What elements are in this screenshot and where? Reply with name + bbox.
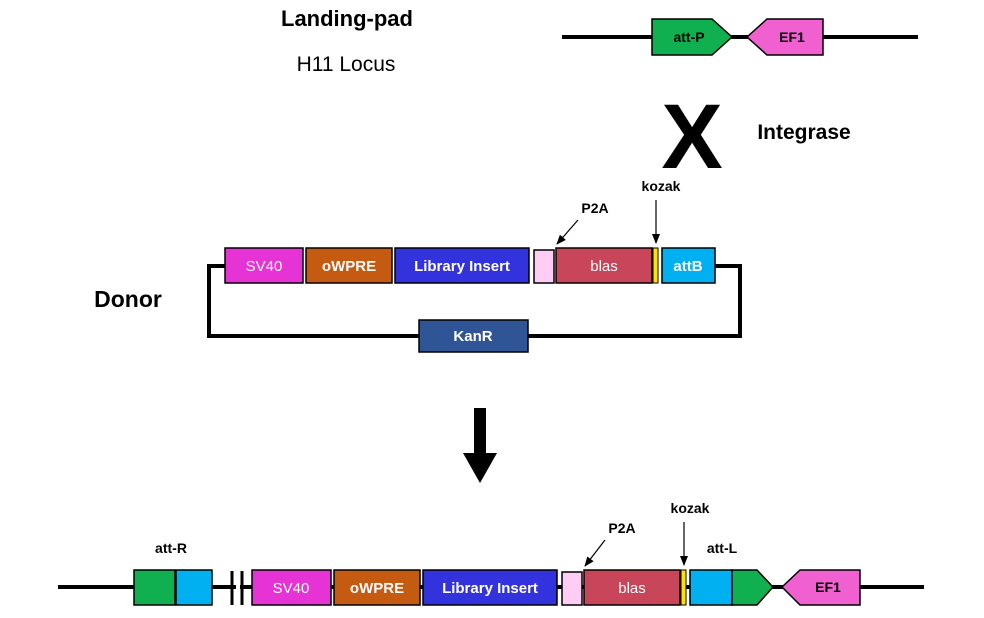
result-owpre-label: oWPRE bbox=[350, 580, 404, 597]
recombination-x-symbol: X bbox=[661, 86, 722, 188]
att-l-annotation: att-L bbox=[707, 540, 738, 556]
result-p2a-pointer-arrow bbox=[584, 539, 606, 567]
library-insert-label: Library Insert bbox=[414, 258, 510, 275]
blas-block bbox=[555, 247, 653, 284]
kanr-block bbox=[418, 319, 529, 353]
p2a-pointer-arrow bbox=[556, 219, 579, 245]
down-arrow-icon bbox=[463, 408, 497, 483]
kozak-annotation: kozak bbox=[642, 178, 681, 194]
att-r-green-block bbox=[133, 569, 176, 606]
p2a-annotation: P2A bbox=[581, 200, 608, 216]
blas-label: blas bbox=[590, 258, 618, 275]
result-sv40-block bbox=[251, 569, 332, 606]
result-library-insert-block bbox=[422, 569, 558, 606]
sequence-break-icon bbox=[230, 571, 244, 605]
result-owpre-block bbox=[333, 569, 421, 606]
kanr-label: KanR bbox=[453, 328, 492, 345]
result-sv40-label: SV40 bbox=[273, 580, 310, 597]
ef1-promoter bbox=[745, 18, 824, 56]
owpre-label: oWPRE bbox=[322, 258, 376, 275]
result-library-insert-label: Library Insert bbox=[442, 580, 538, 597]
result-kozak-block bbox=[680, 569, 687, 606]
kozak-block bbox=[652, 247, 659, 284]
result-kozak-annotation: kozak bbox=[671, 500, 710, 516]
att-l-blue-block bbox=[689, 569, 733, 606]
result-blas-label: blas bbox=[618, 580, 646, 597]
locus-subtitle: H11 Locus bbox=[297, 53, 396, 76]
p2a-block bbox=[533, 249, 555, 284]
att-l-green-arrow bbox=[731, 569, 775, 606]
donor-section: Donor SV40 oWPRE Library Insert blas att… bbox=[94, 178, 742, 353]
landing-pad-section: Landing-pad H11 Locus att-P EF1 bbox=[281, 6, 918, 76]
att-r-blue-block bbox=[175, 569, 213, 606]
result-p2a-annotation: P2A bbox=[608, 520, 635, 536]
sv40-block bbox=[224, 247, 304, 284]
library-insert-block bbox=[394, 247, 530, 284]
att-p-label: att-P bbox=[673, 29, 704, 45]
result-blas-block bbox=[583, 569, 681, 606]
attb-block bbox=[661, 247, 716, 284]
att-r-annotation: att-R bbox=[155, 540, 187, 556]
recombination-section: X Integrase bbox=[661, 86, 850, 188]
result-section: att-R SV40 oWPRE Library Insert blas EF1… bbox=[58, 500, 924, 606]
donor-title: Donor bbox=[94, 286, 162, 312]
owpre-block bbox=[305, 247, 393, 284]
landing-pad-title: Landing-pad bbox=[281, 6, 413, 31]
attb-label: attB bbox=[673, 258, 702, 275]
ef1-label: EF1 bbox=[779, 29, 805, 45]
att-p-site bbox=[651, 18, 734, 56]
integrase-label: Integrase bbox=[757, 121, 850, 144]
result-ef1-label: EF1 bbox=[815, 579, 841, 595]
result-ef1-promoter bbox=[780, 569, 861, 606]
result-p2a-block bbox=[561, 571, 583, 606]
sv40-label: SV40 bbox=[246, 258, 283, 275]
